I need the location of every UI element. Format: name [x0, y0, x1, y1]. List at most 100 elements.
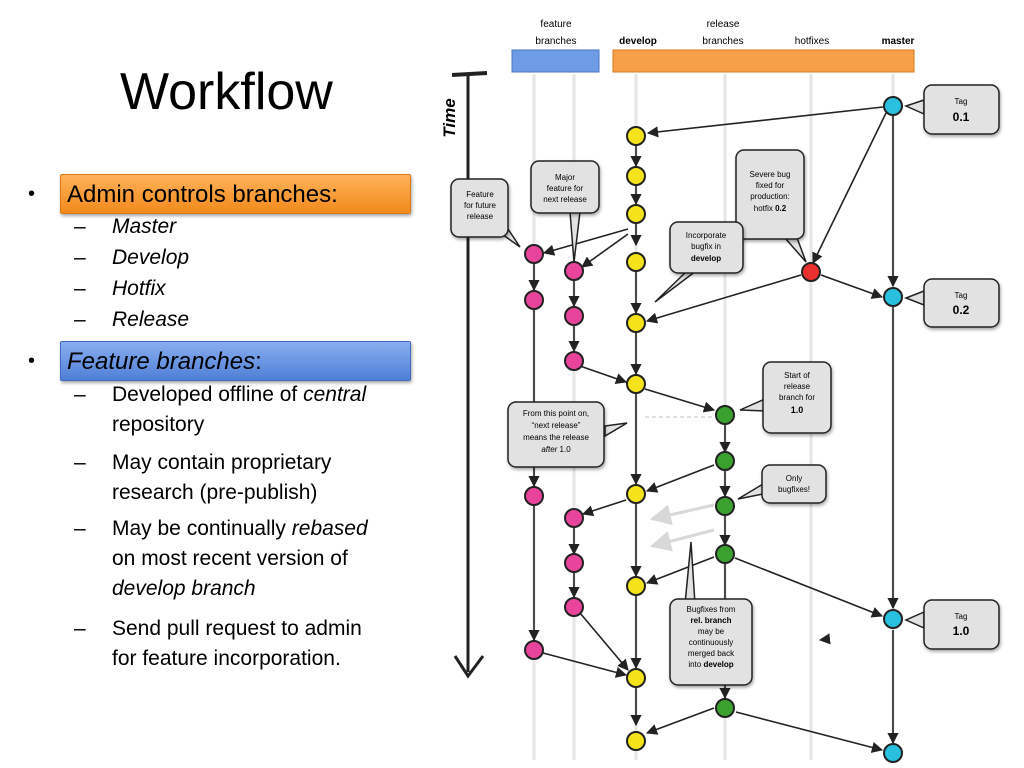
callout-severe-bug: Severe bug fixed for production: hotfix …: [735, 149, 805, 240]
svg-text:continuously: continuously: [689, 638, 733, 647]
develop-commit: [626, 313, 646, 333]
commits: [524, 96, 903, 763]
svg-text:may be: may be: [698, 627, 725, 636]
svg-text:bugfixes!: bugfixes!: [778, 485, 810, 494]
branch-header-bar: [612, 49, 915, 73]
svg-text:0.2: 0.2: [953, 303, 970, 317]
feature-commit: [564, 306, 584, 326]
feature-bullet-label: Feature branches: [67, 348, 256, 375]
time-label: Time: [440, 98, 459, 137]
callout-bugfixes-from: Bugfixes from rel. branch may be continu…: [669, 598, 753, 686]
svg-text:means the release: means the release: [523, 433, 589, 442]
feature-commit: [564, 597, 584, 617]
header-hotfixes: hotfixes: [795, 36, 829, 47]
develop-commit: [626, 252, 646, 272]
master-commit: [883, 609, 903, 629]
release-commit: [715, 405, 735, 425]
svg-text:1.0: 1.0: [791, 405, 804, 415]
faint-edges: [645, 416, 715, 552]
svg-text:next release: next release: [543, 195, 587, 204]
sub-bullet-release: –Release: [74, 308, 190, 331]
feature-commit: [524, 290, 544, 310]
lane-headers: feature branches develop release branche…: [511, 19, 915, 73]
svg-text:Severe bug: Severe bug: [750, 170, 791, 179]
svg-text:release: release: [784, 382, 811, 391]
develop-commit: [626, 576, 646, 596]
svg-text:Bugfixes from: Bugfixes from: [687, 605, 736, 614]
svg-text:1.0: 1.0: [953, 624, 970, 638]
svg-text:From this point on,: From this point on,: [523, 409, 589, 418]
svg-text:hotfix 0.2: hotfix 0.2: [754, 204, 787, 213]
svg-text:for future: for future: [464, 201, 497, 210]
feature-header-bar: [511, 49, 600, 73]
develop-commit: [626, 126, 646, 146]
svg-text:release: release: [467, 212, 494, 221]
svg-text:Tag: Tag: [955, 612, 968, 621]
develop-commit: [626, 484, 646, 504]
svg-text:develop: develop: [691, 254, 721, 263]
callout-incorporate: Incorporate bugfix in develop: [669, 221, 744, 274]
develop-commit: [626, 731, 646, 751]
develop-commit: [626, 374, 646, 394]
develop-commit: [626, 166, 646, 186]
feature-commit: [524, 640, 544, 660]
develop-commit: [626, 668, 646, 688]
header-master: master: [882, 36, 915, 47]
release-commit: [715, 544, 735, 564]
header-feature-line1: feature: [540, 19, 572, 30]
hotfix-commit: [801, 262, 821, 282]
sub-bullet-master: –Master: [74, 215, 177, 238]
sub-bullet-develop: –Develop: [74, 246, 190, 269]
callout-tag-0-2: Tag 0.2: [923, 278, 1000, 328]
svg-text:Tag: Tag: [955, 291, 968, 300]
master-commit: [883, 743, 903, 763]
release-commit: [715, 496, 735, 516]
svg-text:into develop: into develop: [688, 660, 733, 669]
feature-bullet-suffix: :: [255, 348, 262, 375]
svg-text:“next release”: “next release”: [532, 421, 581, 430]
sub-bullet-hotfix: –Hotfix: [74, 277, 166, 300]
master-commit: [883, 96, 903, 116]
callout-only-bugfixes: Only bugfixes!: [761, 464, 827, 504]
master-commit: [883, 287, 903, 307]
svg-text:Major: Major: [555, 173, 575, 182]
svg-text:fixed for: fixed for: [756, 181, 785, 190]
feature-commit: [564, 553, 584, 573]
svg-text:rel. branch: rel. branch: [691, 616, 732, 625]
svg-text:branch for: branch for: [779, 393, 815, 402]
svg-text:Only: Only: [786, 474, 802, 483]
feature-commit: [564, 261, 584, 281]
feature-commit: [564, 351, 584, 371]
svg-text:Incorporate: Incorporate: [686, 231, 727, 240]
release-commit: [715, 451, 735, 471]
svg-text:0.1: 0.1: [953, 110, 970, 124]
svg-text:Tag: Tag: [955, 97, 968, 106]
feature-bullet: Feature branches:: [60, 341, 411, 381]
svg-text:merged back: merged back: [688, 649, 735, 658]
callout-from-this-point: From this point on, “next release” means…: [507, 401, 605, 468]
callout-tag-0-1: Tag 0.1: [923, 84, 1000, 135]
develop-commit: [626, 204, 646, 224]
feature-commit: [524, 486, 544, 506]
feature-commit: [524, 244, 544, 264]
header-feature-line2: branches: [535, 36, 576, 47]
admin-bullet: Admin controls branches:: [60, 174, 411, 214]
slide-title: Workflow: [120, 63, 333, 121]
callouts: Feature for future release Major feature…: [450, 84, 1000, 686]
callout-major-feature: Major feature for next release: [530, 160, 600, 214]
svg-text:bugfix in: bugfix in: [691, 242, 721, 251]
svg-text:after 1.0: after 1.0: [541, 445, 571, 454]
svg-text:feature for: feature for: [547, 184, 584, 193]
time-axis: Time: [440, 71, 488, 679]
svg-text:Start of: Start of: [784, 371, 811, 380]
callout-start-release: Start of release branch for 1.0: [762, 361, 832, 434]
svg-text:production:: production:: [750, 192, 790, 201]
header-release-line2: branches: [702, 36, 743, 47]
callout-feature-future: Feature for future release: [450, 178, 509, 238]
svg-text:Feature: Feature: [466, 190, 494, 199]
release-commit: [715, 698, 735, 718]
feature-commit: [564, 508, 584, 528]
